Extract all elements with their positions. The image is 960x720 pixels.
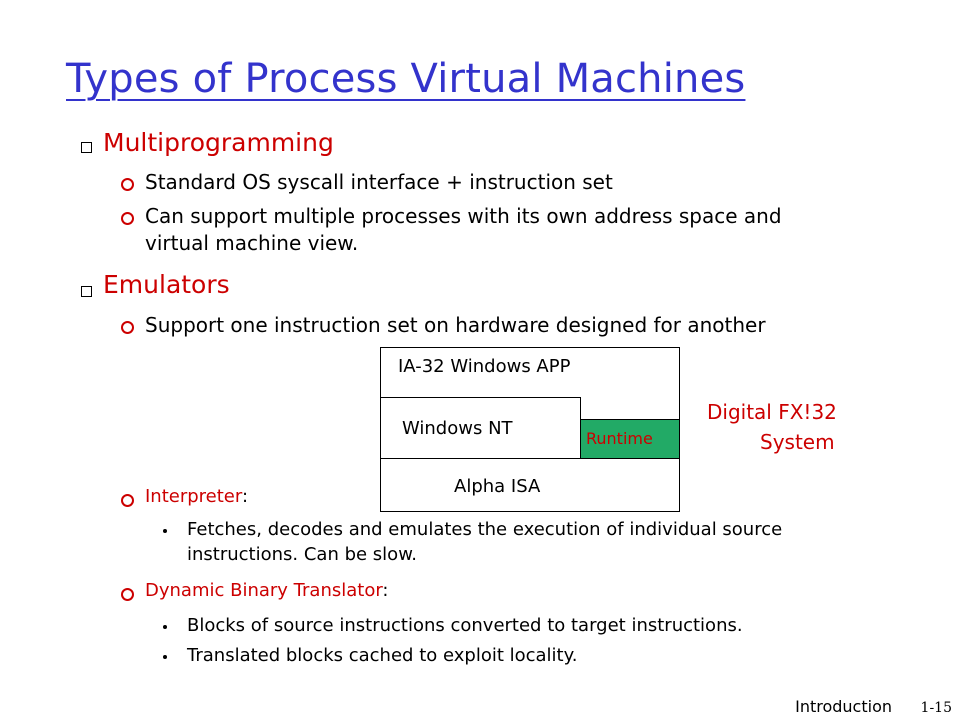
diagram-runtime-label: Runtime	[586, 429, 653, 448]
interpreter-detail-cont: instructions. Can be slow.	[187, 544, 417, 565]
subbullet-multiple-processes-cont: virtual machine view.	[145, 231, 359, 255]
slide-title: Types of Process Virtual Machines	[66, 56, 746, 102]
dbt-heading: Dynamic Binary Translator:	[145, 580, 389, 601]
interpreter-label: Interpreter	[145, 486, 242, 507]
diagram-os-label: Windows NT	[402, 418, 513, 439]
circle-bullet-icon	[121, 178, 134, 191]
diagram-caption-line2: System	[760, 430, 835, 454]
dot-bullet-icon	[163, 529, 167, 533]
bullet-emulators: Emulators	[103, 270, 230, 299]
dbt-label: Dynamic Binary Translator	[145, 580, 383, 601]
interpreter-heading: Interpreter:	[145, 486, 248, 507]
dot-bullet-icon	[163, 655, 167, 659]
circle-bullet-icon	[121, 212, 134, 225]
diagram-isa-box	[380, 458, 680, 512]
diagram-app-label: IA-32 Windows APP	[398, 356, 571, 377]
interpreter-detail: Fetches, decodes and emulates the execut…	[187, 519, 783, 540]
dot-bullet-icon	[163, 625, 167, 629]
diagram-isa-label: Alpha ISA	[454, 476, 541, 497]
subbullet-multiple-processes: Can support multiple processes with its …	[145, 204, 782, 228]
dbt-detail-cached: Translated blocks cached to exploit loca…	[187, 645, 578, 666]
circle-bullet-icon	[121, 588, 134, 601]
subbullet-syscall: Standard OS syscall interface + instruct…	[145, 170, 613, 194]
dbt-detail-blocks: Blocks of source instructions converted …	[187, 615, 743, 636]
square-bullet-icon	[81, 286, 92, 297]
circle-bullet-icon	[121, 321, 134, 334]
diagram-caption-line1: Digital FX!32	[707, 400, 837, 424]
subbullet-support-instruction-set: Support one instruction set on hardware …	[145, 313, 766, 337]
footer-section: Introduction	[795, 697, 892, 716]
footer-page-number: 1-15	[920, 700, 952, 716]
diagram-os-box	[380, 397, 581, 459]
circle-bullet-icon	[121, 494, 134, 507]
interpreter-colon: :	[241, 486, 249, 507]
dbt-colon: :	[382, 580, 389, 601]
square-bullet-icon	[81, 142, 92, 153]
bullet-multiprogramming: Multiprogramming	[103, 128, 334, 157]
